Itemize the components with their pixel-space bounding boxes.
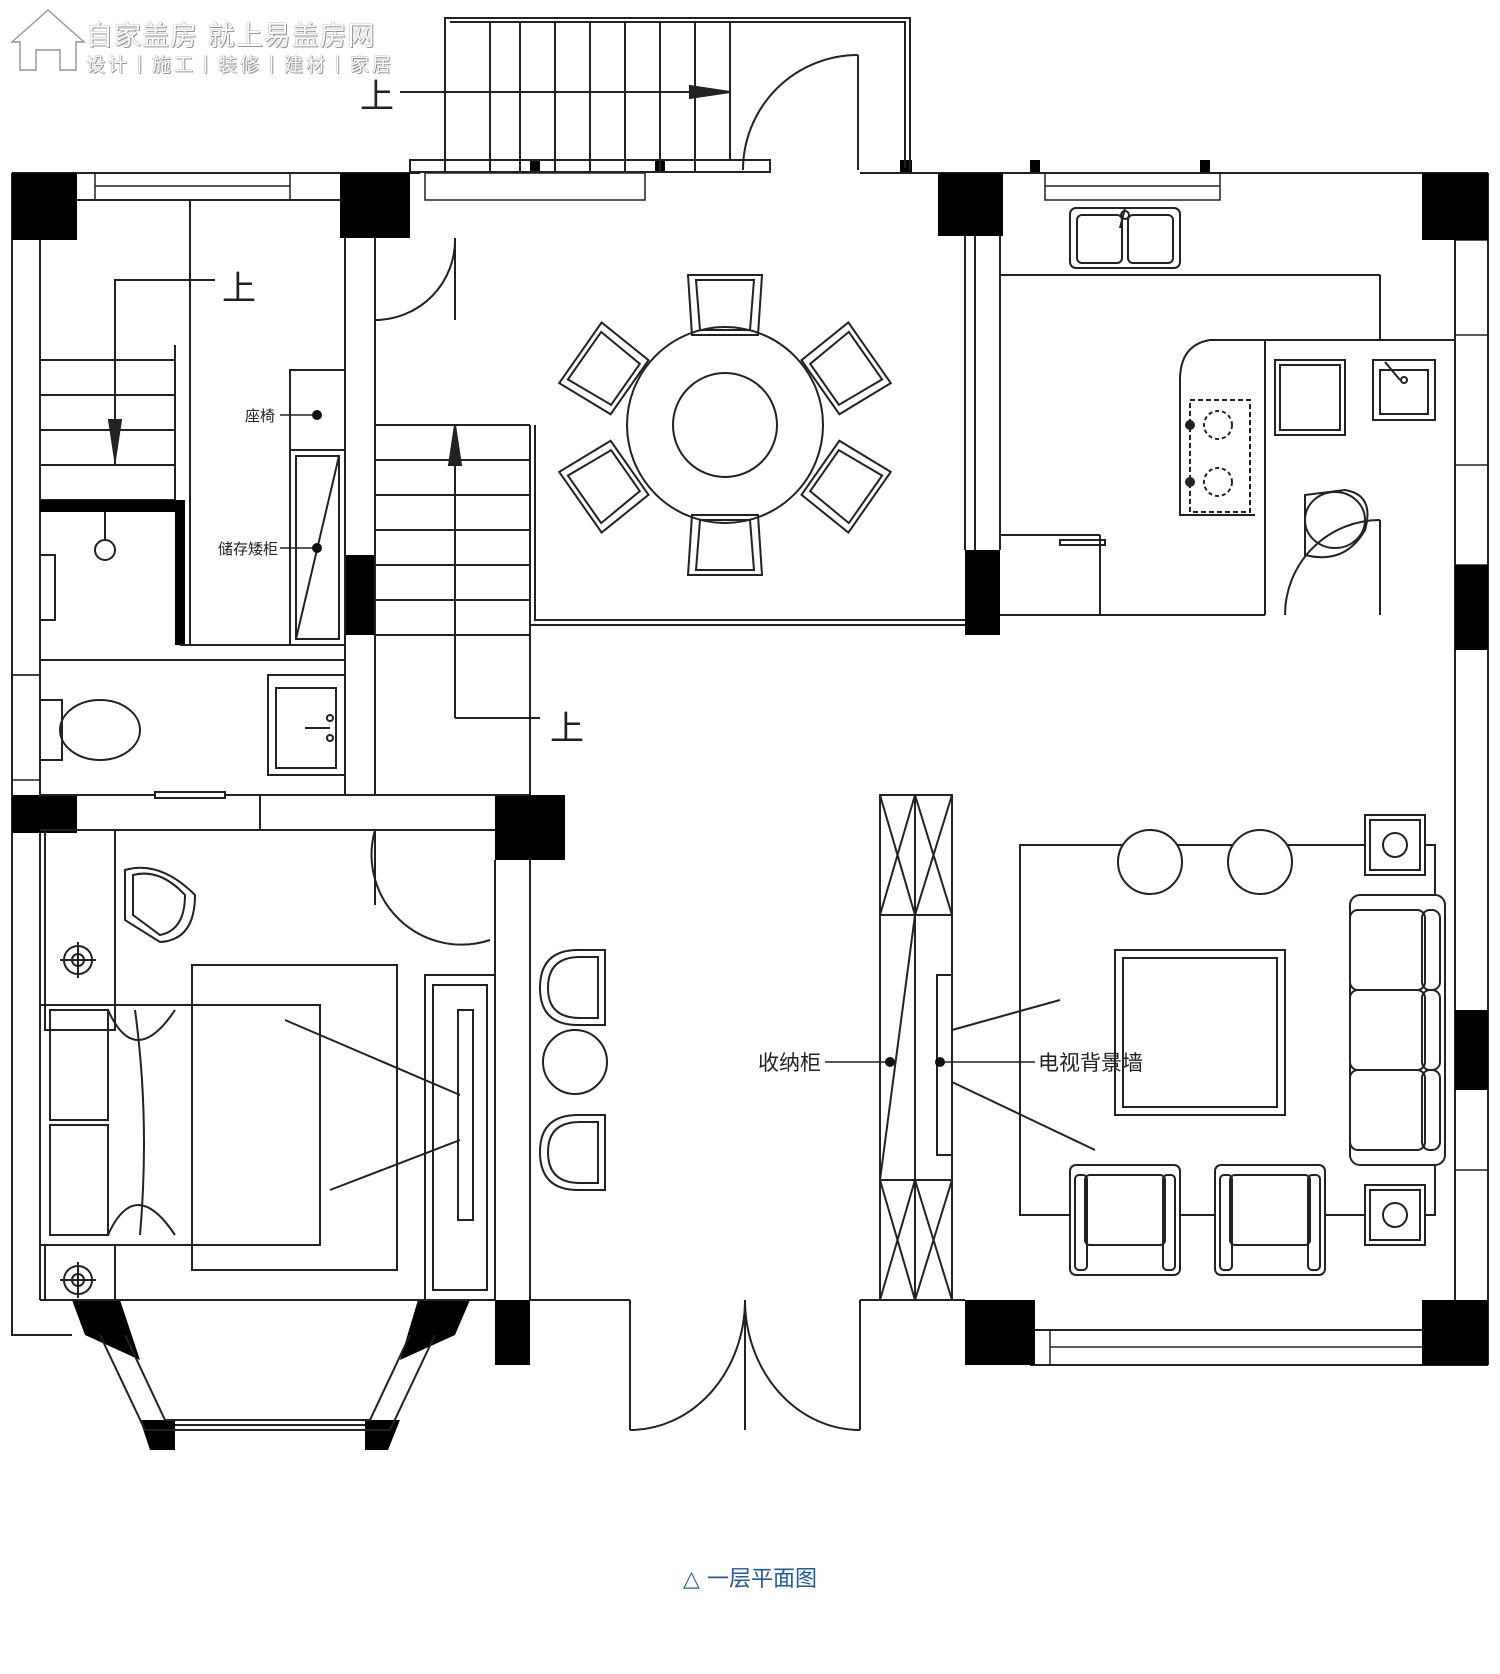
kitchen — [1059, 207, 1436, 559]
bay-window — [99, 1334, 436, 1431]
bathroom-left — [39, 674, 346, 776]
plan-labels: 上 上 上 座椅 储存矮柜 收纳柜 电视背景墙 — [218, 77, 1143, 1075]
label-tv-wall: 电视背景墙 — [1038, 1051, 1143, 1075]
bedroom — [39, 829, 496, 1301]
label-dots — [312, 410, 945, 1067]
exterior-stairs — [400, 17, 911, 173]
wall-columns — [12, 160, 1488, 1450]
left-stair — [40, 279, 215, 466]
shower-area — [39, 512, 116, 621]
living-room-furniture — [1019, 814, 1446, 1276]
label-up-main-stair: 上 — [360, 77, 394, 117]
plan-caption: △ 一层平面图 — [683, 1567, 817, 1592]
tv-storage-cabinet — [879, 794, 1096, 1301]
house-logo-icon — [10, 8, 86, 71]
central-stair — [375, 424, 540, 719]
label-storage-low-cabinet: 储存矮柜 — [218, 540, 278, 558]
label-up-center-stair: 上 — [550, 709, 584, 749]
label-up-left-stair: 上 — [222, 269, 256, 309]
label-leaders — [280, 414, 1035, 1063]
bar-stools — [538, 949, 608, 1191]
watermark-subtitle: 设计丨施工丨装修丨建材丨家居 — [86, 54, 395, 76]
watermark-title: 自家盖房 就上易盖房网 — [86, 21, 376, 52]
doors — [370, 237, 1381, 1431]
label-seat: 座椅 — [245, 407, 275, 425]
dining-set — [557, 274, 893, 576]
label-storage-cabinet: 收纳柜 — [758, 1051, 821, 1075]
